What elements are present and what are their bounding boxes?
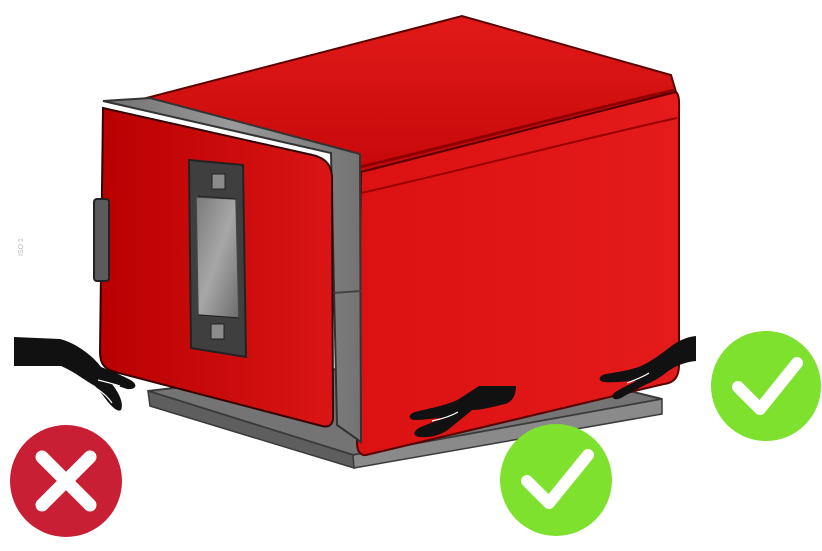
red-enclosure-box	[94, 16, 679, 468]
check-icon	[500, 424, 612, 536]
check-icon	[711, 331, 821, 441]
vertical-mark: ISO 1	[18, 212, 28, 256]
cross-icon	[10, 425, 122, 537]
